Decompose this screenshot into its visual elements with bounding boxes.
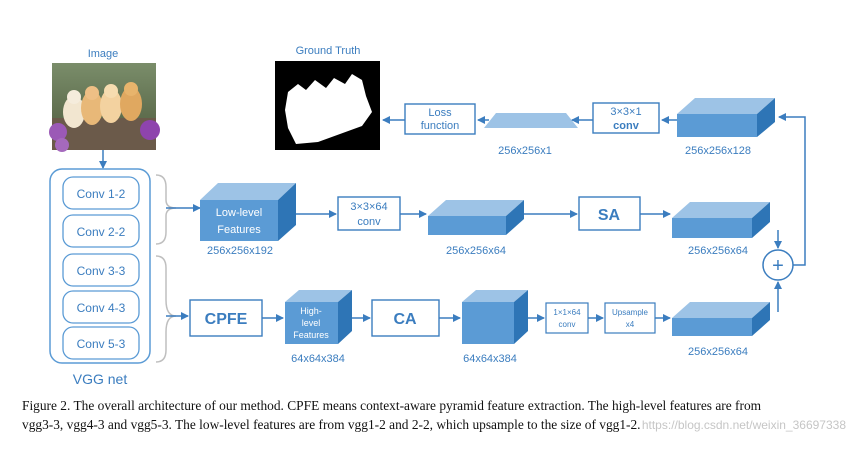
conv3x3x1-line2: conv: [613, 120, 640, 132]
upsample-output-size: 256x256x64: [688, 346, 748, 358]
low-level-line1: Low-level: [216, 207, 262, 219]
ca-output-block: [462, 290, 528, 344]
mid-feature-block: [428, 200, 524, 235]
top-feature-block: [677, 98, 775, 137]
conv3x3x1-line1: 3×3×1: [610, 106, 641, 118]
vgg-layer-label: Conv 4-3: [77, 301, 126, 315]
sum-node: +: [762, 249, 794, 281]
cpfe-box: CPFE: [189, 299, 263, 337]
conv1x1x64-line1: 1×1×64: [553, 308, 581, 317]
ground-truth-mask: [275, 61, 380, 150]
upsample-line2: x4: [626, 320, 635, 329]
conv3x3x64-box: 3×3×64 conv: [337, 196, 401, 231]
figure-caption: Figure 2. The overall architecture of ou…: [22, 396, 842, 434]
caption-line-2: vgg3-3, vgg4-3 and vgg5-3. The low-level…: [22, 417, 641, 432]
loss-function-line2: function: [421, 120, 460, 132]
high-level-size: 64x64x384: [291, 353, 345, 365]
low-level-brace: [155, 174, 177, 245]
vgg-layer-conv-4-3: Conv 4-3: [62, 290, 140, 324]
loss-function-line1: Loss: [428, 107, 452, 119]
sa-box: SA: [578, 196, 641, 231]
ca-label: CA: [393, 311, 417, 328]
caption-line-1: Figure 2. The overall architecture of ou…: [22, 398, 762, 413]
vgg-layer-conv-5-3: Conv 5-3: [62, 326, 140, 360]
ca-box: CA: [371, 299, 440, 337]
conv3x3x1-box: 3×3×1 conv: [592, 102, 660, 134]
output-slab-size: 256x256x1: [498, 145, 552, 157]
conv3x3x64-line1: 3×3×64: [350, 201, 387, 213]
ground-truth-label: Ground Truth: [296, 45, 361, 57]
vgg-layer-label: Conv 3-3: [77, 264, 126, 278]
vgg-layer-label: Conv 1-2: [77, 187, 126, 201]
vgg-layer-conv-2-2: Conv 2-2: [62, 214, 140, 248]
ca-output-size: 64x64x384: [463, 353, 517, 365]
high-level-line2: level: [302, 318, 321, 328]
low-level-size: 256x256x192: [207, 245, 273, 257]
conv3x3x64-line2: conv: [357, 216, 381, 228]
top-block-size: 256x256x128: [685, 145, 751, 157]
sum-symbol: +: [772, 255, 784, 277]
input-image: [49, 63, 160, 152]
sa-output-size: 256x256x64: [688, 245, 748, 257]
upsample-line1: Upsample: [612, 308, 649, 317]
upsample-output-block: [672, 302, 770, 336]
loss-function-box: Loss function: [404, 103, 476, 135]
watermark: https://blog.csdn.net/weixin_36697338: [641, 418, 846, 432]
conv1x1x64-box: 1×1×64 conv: [545, 302, 589, 334]
low-level-features-block: Low-level Features: [200, 183, 296, 241]
vgg-layer-conv-1-2: Conv 1-2: [62, 176, 140, 210]
output-slab: [484, 113, 578, 128]
conv1x1x64-line2: conv: [559, 320, 576, 329]
vgg-net-label: VGG net: [73, 371, 128, 387]
sa-output-block: [672, 202, 770, 238]
high-level-brace: [155, 255, 177, 363]
vgg-layer-label: Conv 2-2: [77, 225, 126, 239]
vgg-layer-conv-3-3: Conv 3-3: [62, 253, 140, 287]
cpfe-label: CPFE: [205, 311, 248, 328]
high-level-line1: High-: [300, 306, 322, 316]
image-label: Image: [88, 48, 119, 60]
high-level-features-block: High- level Features: [285, 290, 352, 344]
low-level-line2: Features: [217, 224, 261, 236]
sa-label: SA: [598, 207, 621, 224]
upsample-box: Upsample x4: [604, 302, 656, 334]
vgg-layer-label: Conv 5-3: [77, 337, 126, 351]
high-level-line3: Features: [293, 330, 329, 340]
mid-block-size: 256x256x64: [446, 245, 506, 257]
